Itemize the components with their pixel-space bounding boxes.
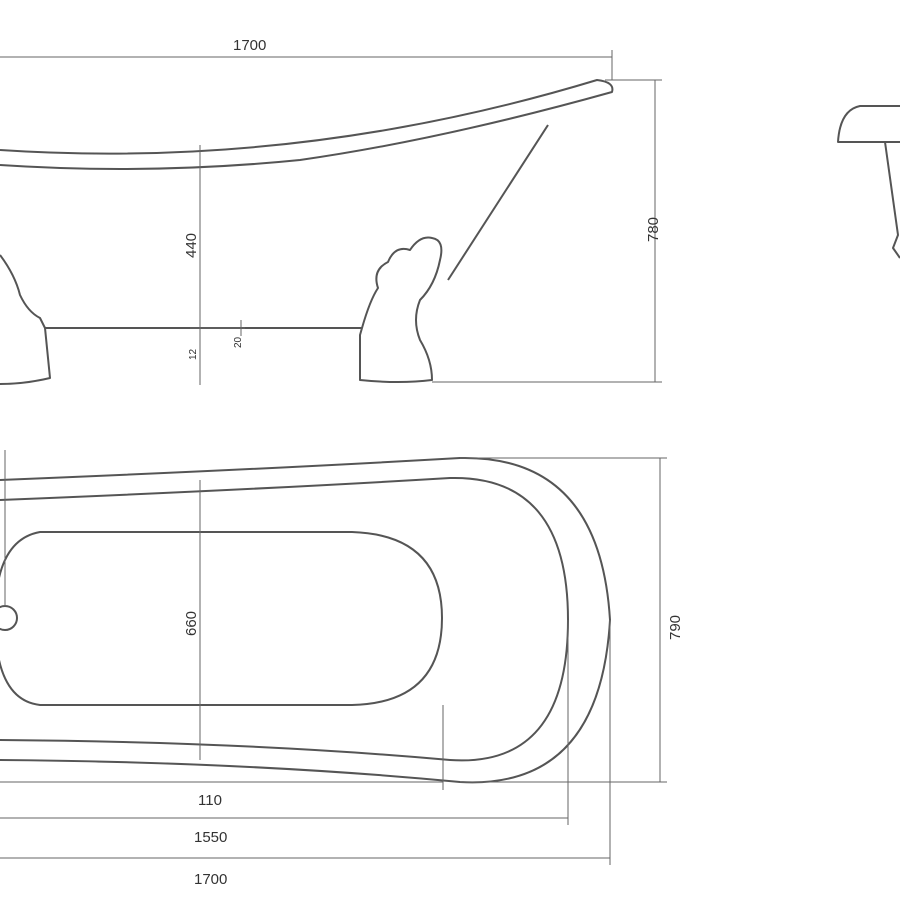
side-view: 1700 780 440 12 20 (0, 37, 662, 385)
tub-basin (0, 531, 443, 706)
dim-label-length: 1700 (233, 37, 266, 54)
tub-rim-inner (0, 476, 569, 762)
dim-label-height: 780 (645, 217, 662, 242)
tub-outline-outer (0, 456, 611, 784)
dim-label-top-length: 1700 (194, 871, 227, 888)
dim-label-inner-width: 660 (183, 611, 200, 636)
dim-label-depth: 440 (183, 233, 200, 258)
end-view-body (884, 141, 900, 259)
dim-label-width: 790 (667, 615, 684, 640)
dim-label-inner-length: 1550 (194, 829, 227, 846)
end-view-rim (837, 105, 900, 143)
dim-label-base-offset: 20 (233, 336, 244, 348)
drain-icon (0, 605, 18, 631)
dim-label-leg-gap: 12 (188, 348, 199, 360)
tub-rim-top (0, 79, 614, 170)
dim-label-drain-offset: 110 (198, 792, 222, 809)
top-view: 790 660 110 1550 1700 (0, 450, 684, 888)
left-claw-foot (0, 254, 51, 385)
tub-body-right (447, 124, 549, 281)
right-claw-foot (359, 236, 443, 383)
end-view (837, 105, 900, 259)
